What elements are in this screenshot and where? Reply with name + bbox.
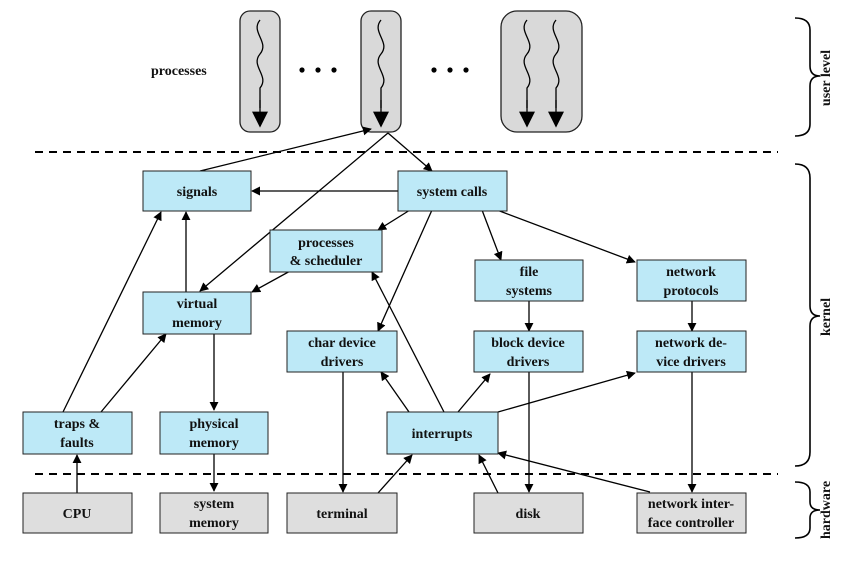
svg-text:system: system [194,497,235,512]
process-3 [500,10,583,133]
svg-text:file: file [520,265,539,280]
system-calls-box: system calls [397,170,508,212]
file-systems-box: file systems [474,259,584,302]
svg-text:system calls: system calls [417,185,488,200]
cpu-box: CPU [22,492,133,534]
signals-box: signals [142,170,252,212]
ellipsis-2 [431,67,469,73]
svg-text:interrupts: interrupts [412,427,473,442]
network-interface-controller-box: network inter- face controller [636,492,747,534]
svg-text:network inter-: network inter- [648,497,735,512]
connections [62,126,697,494]
svg-text:physical: physical [189,417,238,432]
traps-faults-box: traps & faults [22,411,133,455]
svg-text:memory: memory [189,436,239,451]
virtual-memory-box: virtual memory [142,291,252,335]
ellipsis-1 [299,67,337,73]
user-level-label: user level [819,50,834,106]
svg-text:disk: disk [516,507,541,522]
network-device-drivers-box: network de- vice drivers [636,330,747,373]
svg-text:systems: systems [506,284,552,299]
svg-text:CPU: CPU [63,507,92,522]
network-protocols-box: network protocols [636,259,747,302]
system-memory-box: system memory [159,492,269,534]
kernel-brace [794,163,821,467]
svg-text:drivers: drivers [321,355,364,370]
svg-text:memory: memory [189,516,239,531]
hardware-brace [794,481,821,539]
svg-text:vice drivers: vice drivers [656,355,726,370]
svg-text:& scheduler: & scheduler [290,254,363,269]
processes-scheduler-box: processes & scheduler [269,229,383,273]
svg-text:block device: block device [491,336,565,351]
physical-memory-box: physical memory [159,411,269,455]
svg-text:processes: processes [298,236,354,251]
svg-text:network de-: network de- [655,336,727,351]
block-device-drivers-box: block device drivers [473,330,584,373]
svg-text:char device: char device [308,336,376,351]
svg-text:terminal: terminal [316,507,367,522]
svg-text:signals: signals [177,185,218,200]
svg-text:memory: memory [172,316,222,331]
char-device-drivers-box: char device drivers [286,330,398,373]
disk-box: disk [473,492,584,534]
svg-text:faults: faults [60,436,94,451]
kernel-label: kernel [819,298,834,336]
interrupts-box: interrupts [386,411,499,455]
svg-text:drivers: drivers [507,355,550,370]
user-level-brace [794,17,821,137]
svg-text:traps &: traps & [54,417,100,432]
process-2 [360,10,402,133]
svg-text:protocols: protocols [664,284,720,299]
hardware-label: hardware [819,481,834,539]
svg-text:virtual: virtual [177,297,218,312]
process-1 [239,10,281,133]
svg-text:face controller: face controller [648,516,734,531]
svg-text:network: network [666,265,716,280]
processes-label: processes [151,64,207,79]
terminal-box: terminal [286,492,398,534]
